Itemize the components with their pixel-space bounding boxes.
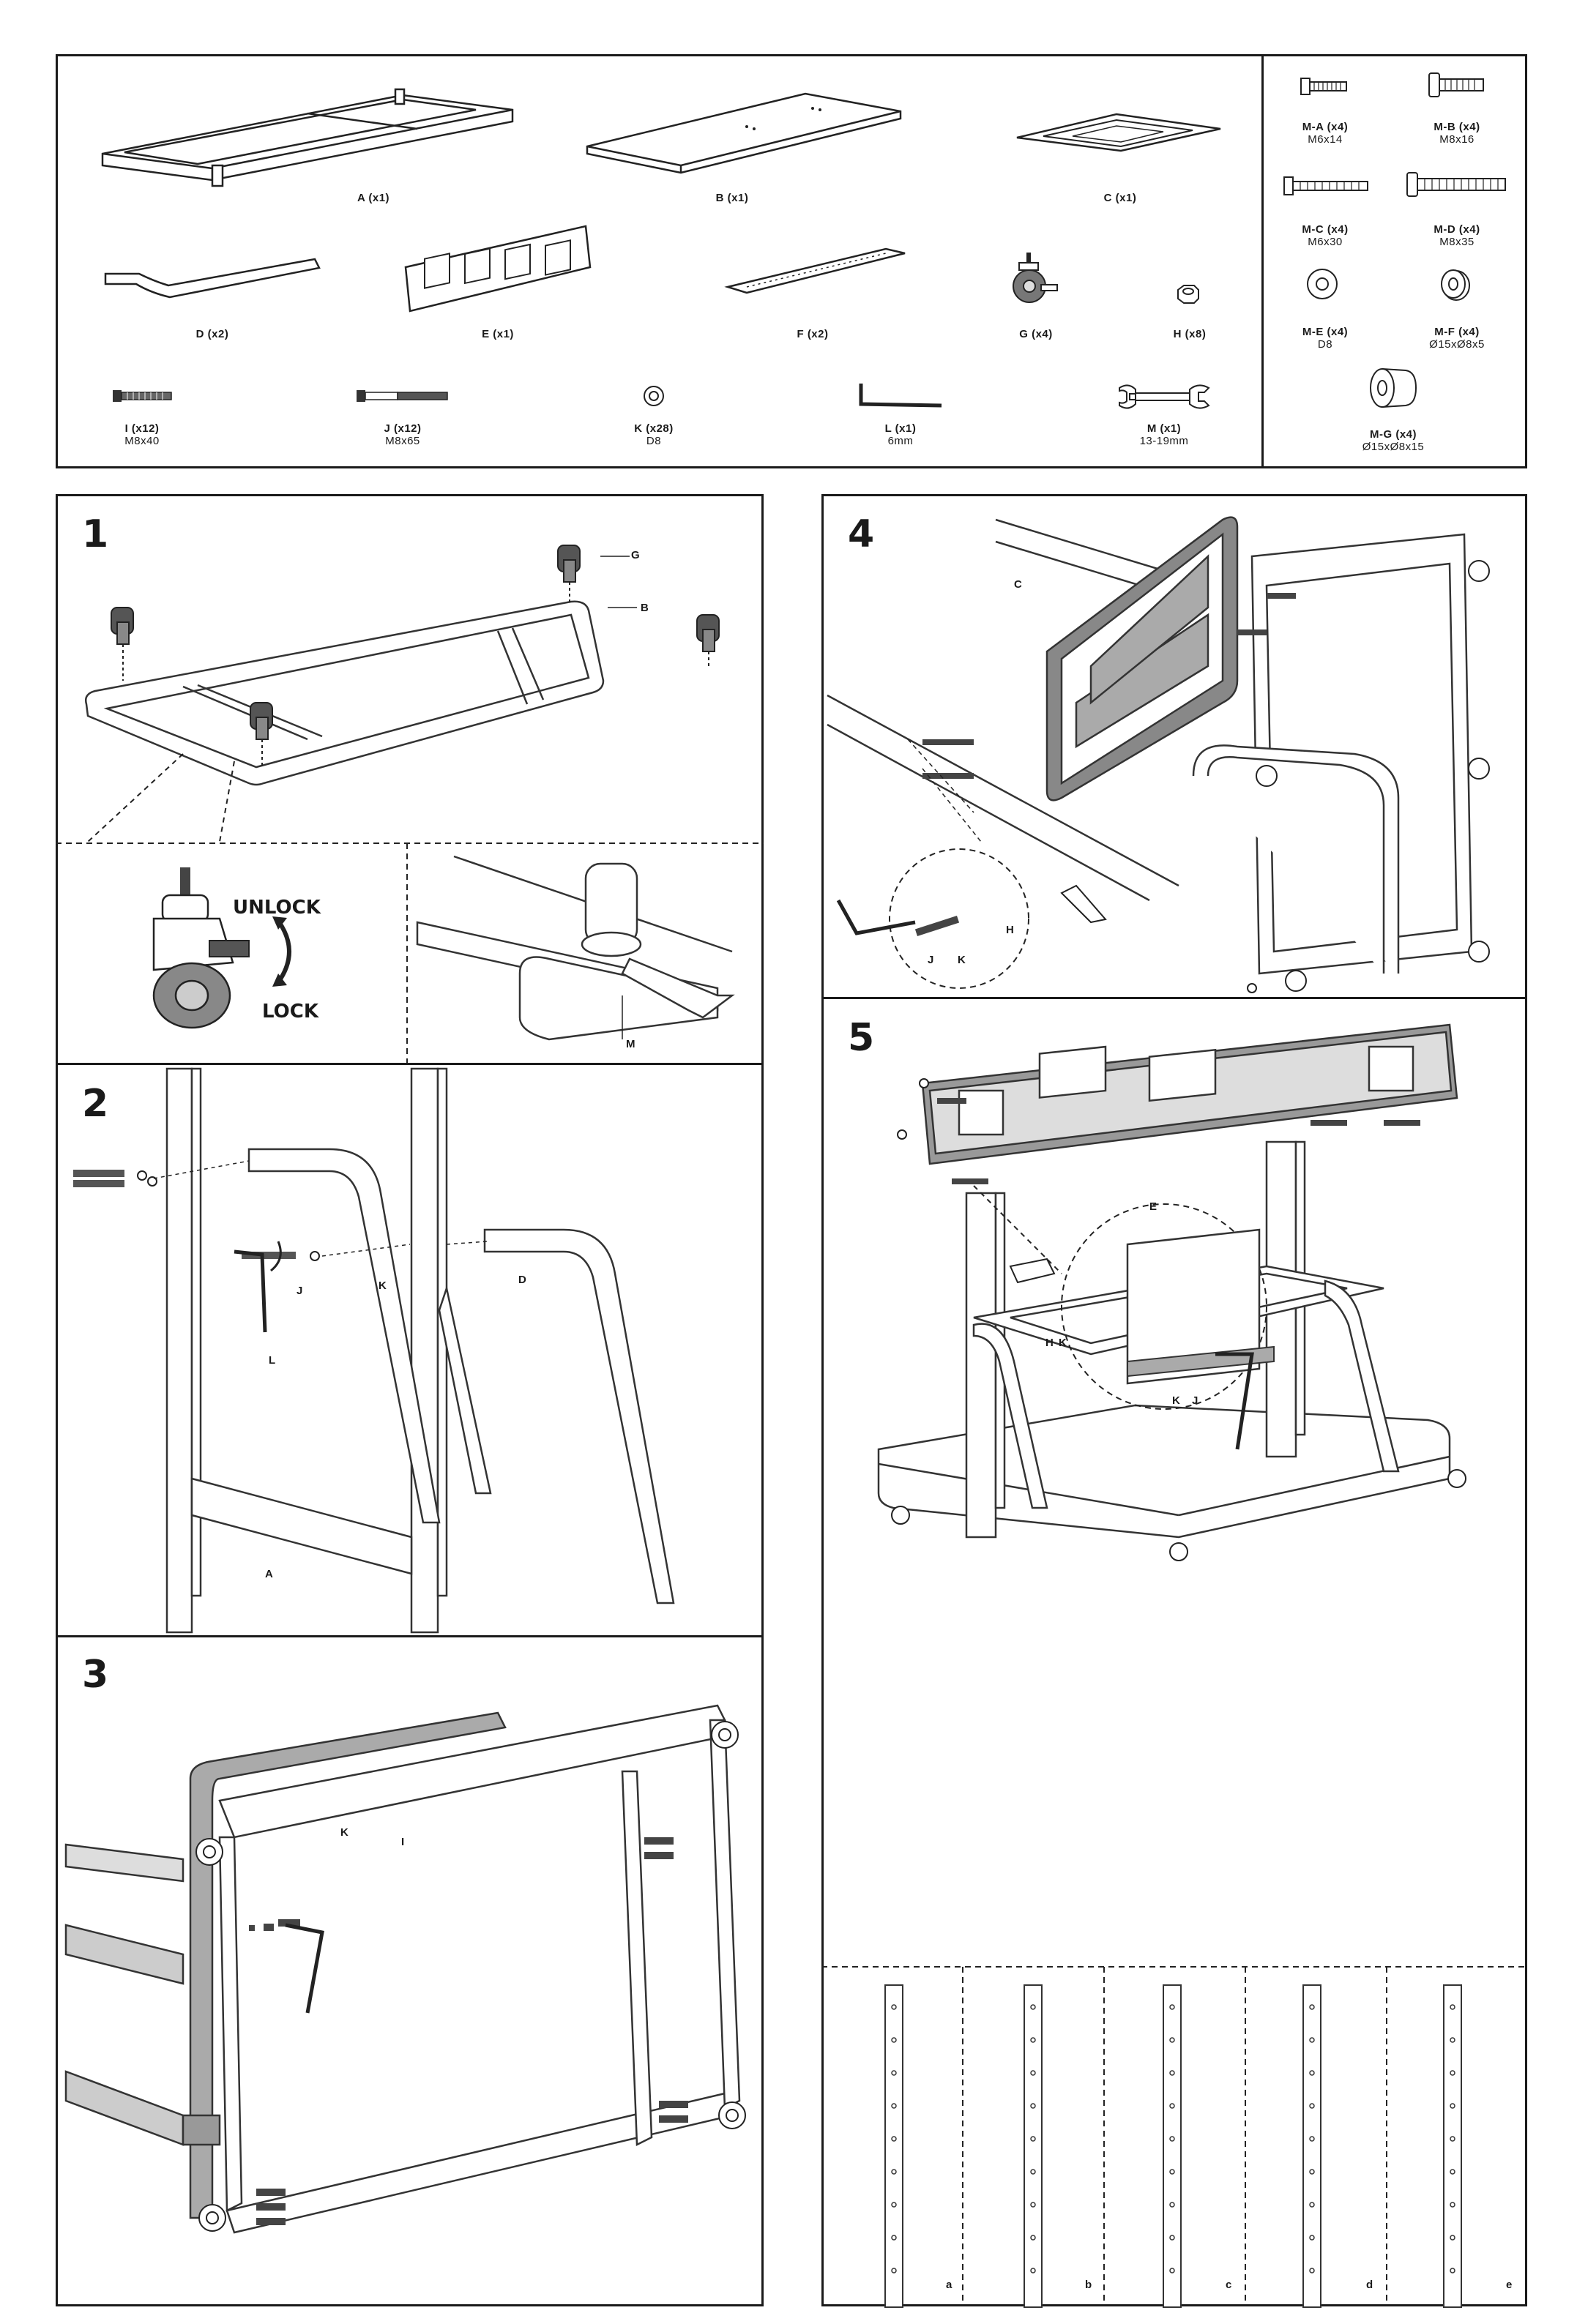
screw-m-d-icon [1406, 171, 1508, 198]
screw-m-a-icon [1300, 77, 1351, 96]
step-5-callout-j: J [1192, 1394, 1198, 1407]
part-j-label: J (x12)M8x65 [351, 422, 454, 447]
step-3-callout-k: K [340, 1826, 348, 1839]
step-4-callout-h: H [1006, 924, 1014, 936]
step-2-callout-k: K [379, 1279, 387, 1292]
screw-m-c-icon [1283, 176, 1371, 196]
hardware-m-g-label: M-G (x4)Ø15xØ8x15 [1342, 428, 1444, 453]
part-b-label: B (x1) [681, 192, 783, 204]
step-2-callout-j: J [297, 1285, 302, 1297]
step-2-uprights-illustration [66, 1069, 754, 1632]
step-4-callout-c: C [1014, 578, 1022, 591]
step-1-callout-m: M [626, 1038, 635, 1050]
step-5-callout-k2: K [1172, 1394, 1180, 1407]
height-option-e-upright [1442, 1985, 1464, 2307]
part-a-illustration [95, 81, 520, 198]
step-3-frame-illustration [66, 1705, 754, 2298]
step-2-callout-d: D [518, 1274, 526, 1286]
step-2-callout-l: L [269, 1354, 275, 1367]
part-d-label: D (x2) [161, 328, 264, 340]
step-5-callout-k: K [1059, 1337, 1067, 1349]
part-k-illustration [643, 385, 665, 407]
height-option-d-upright [1302, 1985, 1324, 2307]
part-f-label: F (x2) [761, 328, 864, 340]
screw-m-b-icon [1428, 72, 1486, 98]
height-option-e-label: e [1506, 2279, 1512, 2291]
step-4-callout-j: J [928, 954, 933, 966]
spacer-m-g-icon [1368, 366, 1419, 410]
step-4-shelf-illustration [827, 505, 1523, 988]
step-4-callout-k: K [958, 954, 966, 966]
hardware-m-c-label: M-C (x4)M6x30 [1274, 223, 1376, 248]
height-option-d-label: d [1366, 2279, 1373, 2291]
hardware-m-f-label: M-F (x4)Ø15xØ8x5 [1406, 326, 1508, 351]
caster-lock-detail [139, 867, 256, 1036]
unlock-label: UNLOCK [233, 897, 321, 919]
step-3-callout-i: I [401, 1836, 404, 1848]
height-option-a-upright [884, 1985, 906, 2307]
part-i-illustration [111, 388, 173, 404]
hardware-m-e-label: M-E (x4)D8 [1274, 326, 1376, 351]
part-e-label: E (x1) [447, 328, 549, 340]
part-h-illustration [1175, 284, 1201, 304]
part-g-label: G (x4) [985, 328, 1087, 340]
part-k-label: K (x28)D8 [603, 422, 705, 447]
step-1-callout-g: G [631, 549, 640, 561]
hardware-m-b-label: M-B (x4)M8x16 [1406, 121, 1508, 146]
part-d-illustration [102, 256, 322, 307]
part-g-illustration [1010, 253, 1062, 311]
part-l-label: L (x1)6mm [849, 422, 952, 447]
step-2-callout-a: A [265, 1568, 273, 1580]
height-option-c-label: c [1226, 2279, 1231, 2291]
part-j-illustration [355, 388, 450, 404]
height-option-a-label: a [946, 2279, 952, 2291]
step-3-number: 3 [82, 1653, 108, 1697]
part-c-illustration [1014, 110, 1226, 154]
part-h-label: H (x8) [1138, 328, 1241, 340]
part-m-label: M (x1)13-19mm [1113, 422, 1215, 447]
step-5-callout-e: E [1149, 1200, 1157, 1213]
step-1-callout-b: B [641, 602, 649, 614]
part-e-illustration [403, 223, 593, 318]
lock-label: LOCK [262, 1001, 318, 1023]
part-f-illustration [725, 242, 908, 300]
part-a-label: A (x1) [322, 192, 425, 204]
height-option-b-label: b [1085, 2279, 1092, 2291]
part-b-illustration [586, 86, 908, 182]
height-option-c-upright [1162, 1985, 1184, 2307]
step-1-frame-illustration [73, 534, 761, 849]
step-5-callout-h: H [1045, 1337, 1054, 1349]
height-option-b-upright [1023, 1985, 1045, 2307]
lock-rotate-arrow-icon [271, 915, 307, 988]
hardware-m-d-label: M-D (x4)M8x35 [1406, 223, 1508, 248]
part-m-illustration [1116, 382, 1212, 411]
hardware-m-a-label: M-A (x4)M6x14 [1274, 121, 1376, 146]
part-i-label: I (x12)M8x40 [91, 422, 193, 447]
caster-tighten-detail [410, 849, 761, 1061]
spacer-m-f-icon [1439, 268, 1471, 302]
washer-m-e-icon [1306, 268, 1338, 300]
part-c-label: C (x1) [1069, 192, 1171, 204]
part-l-illustration [857, 382, 944, 411]
step-5-stand-illustration [827, 1010, 1523, 1654]
